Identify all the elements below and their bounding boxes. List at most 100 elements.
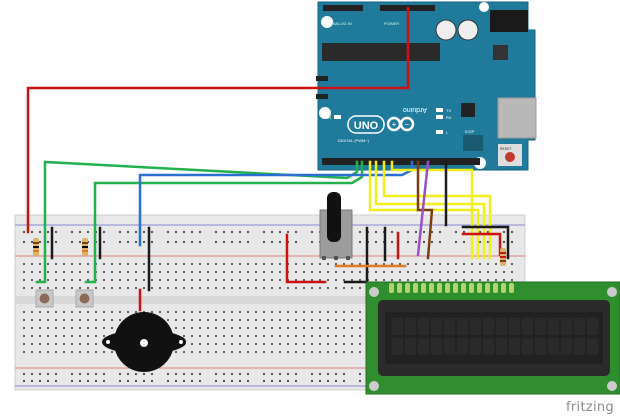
breadboard-hole (342, 342, 346, 346)
breadboard-hole (486, 230, 490, 234)
icsp-small-header (316, 76, 328, 81)
breadboard-hole (54, 334, 58, 338)
breadboard-hole (278, 278, 282, 282)
breadboard-hole (294, 270, 298, 274)
breadboard-hole (126, 262, 130, 266)
breadboard-hole (94, 372, 98, 376)
uno-label: UNO (354, 120, 379, 132)
breadboard-hole (198, 240, 202, 244)
lcd-cell (522, 318, 533, 335)
screw-icon (607, 287, 617, 297)
breadboard-hole (238, 240, 242, 244)
tx-label: TX (446, 108, 451, 113)
breadboard-hole (294, 278, 298, 282)
breadboard-hole (238, 278, 242, 282)
breadboard-hole (342, 262, 346, 266)
lcd-cell (535, 318, 546, 335)
breadboard-hole (62, 278, 66, 282)
breadboard-hole (30, 278, 34, 282)
breadboard-hole (222, 278, 226, 282)
breadboard-hole (422, 262, 426, 266)
breadboard-hole (78, 318, 82, 322)
breadboard-hole (198, 262, 202, 266)
power-jack (490, 10, 528, 32)
breadboard-hole (470, 262, 474, 266)
breadboard-hole (270, 326, 274, 330)
breadboard-hole (206, 318, 210, 322)
breadboard-hole (478, 278, 482, 282)
breadboard-hole (222, 286, 226, 290)
breadboard-hole (78, 372, 82, 376)
breadboard-hole (326, 262, 330, 266)
breadboard-hole (134, 270, 138, 274)
breadboard-hole (182, 286, 186, 290)
breadboard-hole (54, 350, 58, 354)
breadboard-hole (102, 326, 106, 330)
breadboard-hole (46, 342, 50, 346)
breadboard-hole (238, 230, 242, 234)
lcd-pin (493, 283, 498, 293)
breadboard-hole (510, 270, 514, 274)
breadboard-hole (110, 262, 114, 266)
breadboard-hole (502, 240, 506, 244)
breadboard-hole (318, 270, 322, 274)
icsp-header (463, 135, 483, 151)
breadboard-hole (214, 262, 218, 266)
breadboard-hole (174, 286, 178, 290)
breadboard-hole (118, 379, 122, 383)
breadboard-hole (270, 372, 274, 376)
breadboard-hole (22, 342, 26, 346)
breadboard-hole (318, 342, 322, 346)
breadboard-hole (262, 318, 266, 322)
wire-brown (416, 160, 434, 260)
breadboard-hole (214, 350, 218, 354)
breadboard-hole (54, 240, 58, 244)
breadboard-hole (278, 326, 282, 330)
l-label: L (446, 130, 449, 135)
breadboard-hole (86, 342, 90, 346)
breadboard-hole (206, 270, 210, 274)
breadboard-hole (78, 230, 82, 234)
breadboard-hole (38, 318, 42, 322)
breadboard-hole (286, 379, 290, 383)
breadboard-hole (54, 310, 58, 314)
breadboard-hole (166, 286, 170, 290)
lcd-cell (418, 338, 429, 355)
breadboard-hole (150, 372, 154, 376)
breadboard-hole (102, 318, 106, 322)
wire-yellow-2 (374, 160, 486, 260)
breadboard-hole (326, 278, 330, 282)
breadboard-hole (342, 334, 346, 338)
breadboard-hole (478, 230, 482, 234)
breadboard-hole (310, 278, 314, 282)
breadboard-hole (478, 270, 482, 274)
breadboard-hole (310, 262, 314, 266)
breadboard-hole (270, 310, 274, 314)
breadboard-hole (230, 270, 234, 274)
breadboard-hole (238, 372, 242, 376)
breadboard-hole (166, 270, 170, 274)
breadboard-hole (142, 286, 146, 290)
breadboard-hole (150, 262, 154, 266)
breadboard-hole (270, 262, 274, 266)
breadboard-hole (342, 372, 346, 376)
breadboard-hole (182, 326, 186, 330)
reset-button[interactable] (505, 152, 515, 162)
breadboard-hole (22, 240, 26, 244)
usb-chip (461, 103, 475, 117)
breadboard-hole (70, 342, 74, 346)
breadboard-hole (382, 270, 386, 274)
breadboard-hole (134, 286, 138, 290)
breadboard-hole (230, 326, 234, 330)
breadboard-hole (238, 342, 242, 346)
breadboard-hole (46, 270, 50, 274)
breadboard-hole (78, 334, 82, 338)
breadboard-hole (142, 372, 146, 376)
breadboard-hole (230, 372, 234, 376)
breadboard-hole (350, 318, 354, 322)
breadboard-hole (206, 350, 210, 354)
breadboard-hole (246, 270, 250, 274)
breadboard-hole (238, 326, 242, 330)
breadboard-hole (86, 350, 90, 354)
breadboard-hole (70, 262, 74, 266)
